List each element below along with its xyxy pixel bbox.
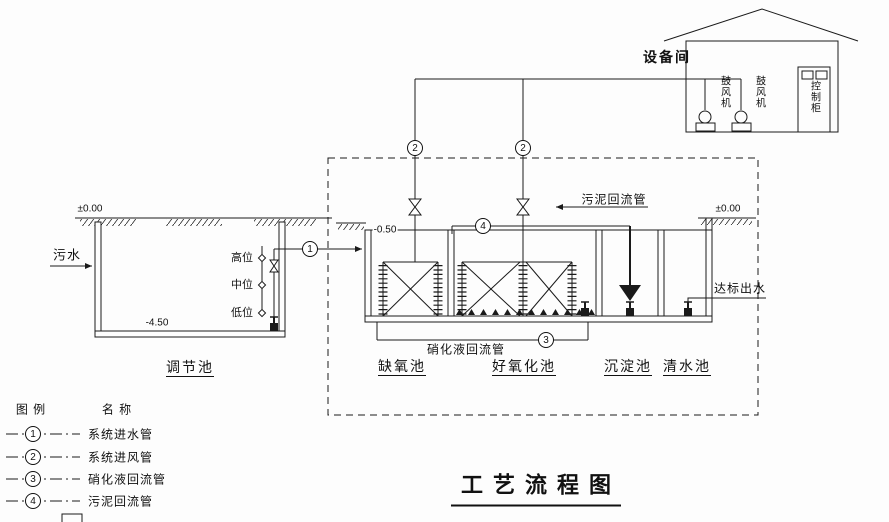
callout-inlet-pipe: 1 <box>302 241 318 257</box>
effluent-pipe <box>687 297 766 302</box>
anoxic-tank-internals <box>383 262 438 316</box>
diffuser-icon <box>539 308 548 316</box>
diffuser-icon <box>551 308 560 316</box>
elevation-ground-left: ±0.00 <box>76 203 104 215</box>
sludge-pump-icon <box>625 301 635 317</box>
control-cabinet-box <box>797 66 831 133</box>
system-boundary <box>327 157 759 416</box>
level-mid-label: 中位 <box>231 279 253 291</box>
callout-air-pipe-left: 2 <box>407 140 423 156</box>
sedimentation-tank-label: 沉淀池 <box>604 358 652 374</box>
diffuser-icon <box>491 308 500 316</box>
legend-line-samples <box>6 433 83 522</box>
blower-right-label: 鼓风机 <box>753 75 765 109</box>
valve-icon <box>516 198 530 208</box>
legend-name-header: 名 称 <box>101 402 133 417</box>
sludge-return-label: 污泥回流管 <box>581 192 647 207</box>
legend-item-inlet: 系统进水管 <box>88 427 154 442</box>
divider-wall <box>595 229 603 317</box>
sedimentation-tank-internals <box>619 226 641 317</box>
regulation-tank-label: 调节池 <box>166 359 214 375</box>
clear-water-tank-label: 清水池 <box>663 358 711 374</box>
submersible-pump-icon <box>269 316 279 332</box>
clear-water-internals <box>683 297 766 317</box>
control-cabinet-label: 控制柜 <box>808 80 820 114</box>
legend-item-nitrified: 硝化液回流管 <box>88 472 167 487</box>
elevation-ground-right: ±0.00 <box>714 203 742 215</box>
regulation-tank-structure <box>50 221 362 338</box>
sewage-inflow-label: 污水 <box>52 247 82 263</box>
legend-callout-1: 1 <box>25 426 41 442</box>
callout-sludge-pipe: 4 <box>475 218 491 234</box>
air-supply-pipes <box>408 78 686 262</box>
legend-item-air: 系统进风管 <box>88 450 154 465</box>
diffuser-icon <box>479 308 488 316</box>
divider-wall <box>657 229 665 317</box>
effluent-label: 达标出水 <box>713 281 767 296</box>
nitrified-return-pipe <box>376 322 589 341</box>
nitrified-return-label: 硝化液回流管 <box>426 342 506 357</box>
legend-symbol-header: 图 例 <box>15 402 47 417</box>
aerobic-tank-label: 好氧化池 <box>492 358 556 374</box>
legend-item-sludge: 污泥回流管 <box>88 494 154 509</box>
partial-title-block <box>61 513 83 522</box>
callout-nitrified-pipe: 3 <box>538 332 554 348</box>
elevation-tank-bottom: -4.50 <box>144 317 170 329</box>
blower-left-label: 鼓风机 <box>718 75 730 109</box>
level-low-label: 低位 <box>231 307 253 319</box>
drawing-title: 工艺流程图 <box>450 468 622 507</box>
legend-callout-3: 3 <box>25 471 41 487</box>
legend-callout-2: 2 <box>25 449 41 465</box>
divider-wall <box>447 229 455 317</box>
level-high-label: 高位 <box>231 252 253 264</box>
return-pump-icon <box>580 301 590 317</box>
main-tank-structure <box>364 229 713 323</box>
diffuser-icon <box>503 308 512 316</box>
valve-icon <box>408 198 422 208</box>
aerobic-tank-internals <box>455 262 596 317</box>
equipment-room-label: 设备间 <box>643 49 691 65</box>
anoxic-tank-label: 缺氧池 <box>378 358 426 374</box>
roof <box>663 8 859 42</box>
elevation-tank-top: -0.50 <box>372 224 398 236</box>
effluent-pump-icon <box>683 301 693 317</box>
center-well-icon <box>619 285 641 301</box>
valve-icon <box>269 259 279 267</box>
diffuser-icon <box>587 308 596 316</box>
equipment-room-structure <box>663 8 859 133</box>
legend-callout-4: 4 <box>25 493 41 509</box>
callout-air-pipe-right: 2 <box>515 140 531 156</box>
